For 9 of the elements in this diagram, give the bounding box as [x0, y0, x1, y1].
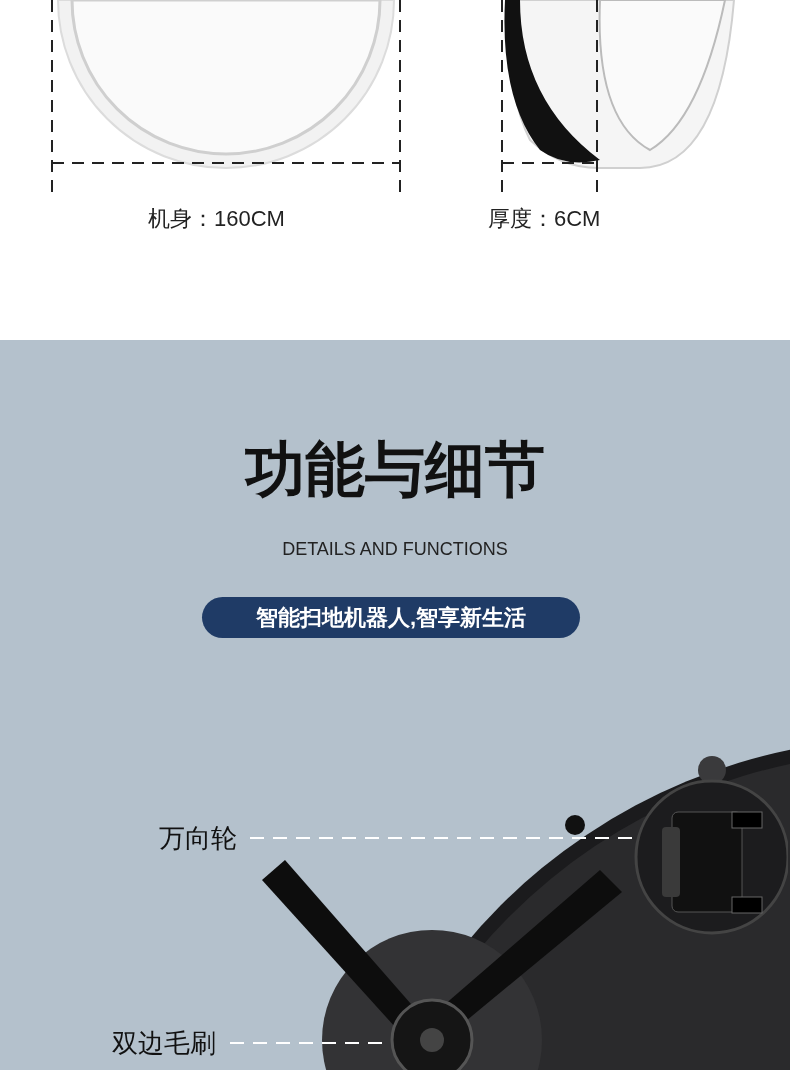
part-label: 万向轮: [150, 818, 246, 858]
section-title: 功能与细节: [243, 440, 546, 500]
leader-line: [249, 837, 633, 839]
dimension-label: 机身：160CM: [148, 205, 285, 233]
part-label: 双边毛刷: [102, 1022, 226, 1064]
dimension-label: 厚度：6CM: [488, 205, 601, 233]
subtitle: DETAILS AND FUNCTIONS: [281, 538, 509, 561]
leader-line: [229, 1042, 385, 1044]
slogan-pill: 智能扫地机器人,智享新生活: [202, 597, 580, 638]
